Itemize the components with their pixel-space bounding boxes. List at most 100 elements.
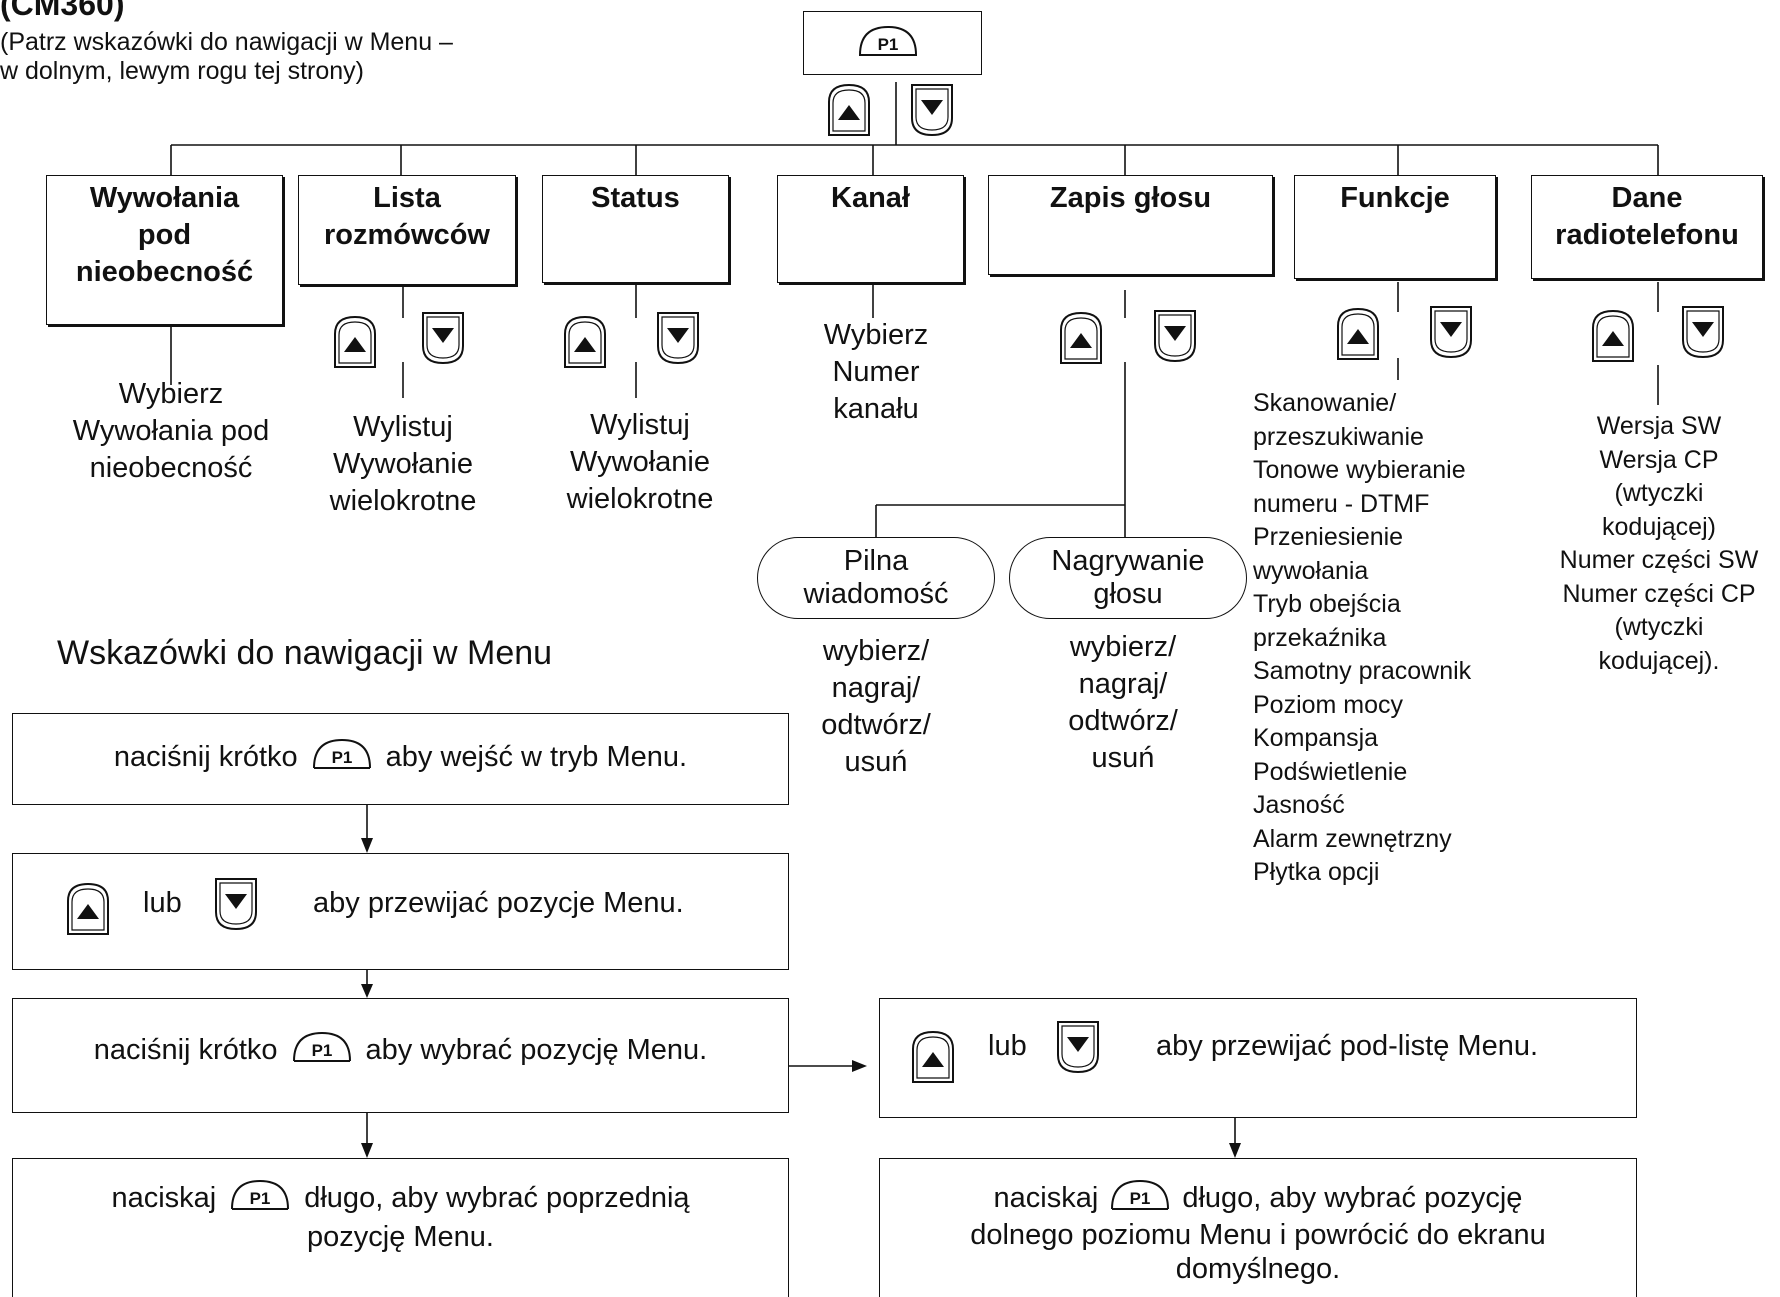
nav-step-select-item: naciśnij krótko P1 aby wybrać pozycję Me… — [12, 998, 789, 1113]
list-item: Numer części CP — [1562, 579, 1756, 608]
list-item: przeszukiwanie — [1253, 422, 1424, 451]
nav-step-scroll-menu: lub aby przewijać pozycje Menu. — [12, 853, 789, 970]
up-arrow-button-icon[interactable] — [1335, 306, 1381, 367]
detail-line: Numer — [832, 356, 920, 388]
list-item: Przeniesienie — [1253, 523, 1404, 551]
action-line: wybierz/ — [1069, 631, 1177, 663]
menu-item-status[interactable]: Status — [542, 175, 729, 283]
detail-line: Wybierz — [823, 319, 929, 351]
submenu-label-line: Pilna — [843, 545, 909, 577]
down-arrow-button-icon[interactable] — [655, 310, 701, 371]
action-line: usuń — [844, 746, 908, 778]
menu-item-voice-recording[interactable]: Zapis głosu — [988, 175, 1273, 275]
menu-title-line: Funkcje — [1340, 182, 1450, 214]
submenu-label-line: Nagrywanie — [1051, 545, 1205, 577]
action-line: nagraj/ — [1078, 668, 1168, 700]
menu-title-line: Kanał — [831, 182, 910, 214]
detail-line: Wybierz — [118, 378, 224, 410]
menu-title-line: Status — [591, 182, 680, 214]
up-arrow-button-icon[interactable] — [562, 314, 608, 375]
up-arrow-button-icon[interactable] — [1590, 308, 1636, 369]
action-line: odtwórz/ — [1068, 705, 1178, 737]
p1-button-icon: P1 — [310, 736, 374, 778]
nav-step-text: aby wejść w tryb Menu. — [385, 740, 688, 773]
nav-conj-text: lub — [143, 887, 182, 919]
list-item: przekaźnika — [1253, 623, 1387, 652]
list-item: kodującej). — [1598, 646, 1720, 675]
nav-step-text: naciśnij krótko — [113, 740, 298, 773]
p1-icon-label: P1 — [331, 748, 352, 767]
menu-item-functions[interactable]: Funkcje — [1294, 175, 1496, 279]
list-item: wywołania — [1253, 556, 1369, 585]
nav-step-text: naciśnij krótko — [93, 1033, 278, 1066]
call-list-detail: Wylistuj Wywołanie wielokrotne — [290, 409, 516, 520]
list-item: kodującej) — [1602, 512, 1716, 541]
nav-step-return-default: naciskaj P1 długo, aby wybrać pozycję do… — [879, 1158, 1637, 1297]
submenu-urgent-message[interactable]: Pilna wiadomość — [757, 537, 995, 619]
status-detail: Wylistuj Wywołanie wielokrotne — [527, 407, 753, 518]
nav-step-text: aby przewijać pod-listę Menu. — [1156, 1030, 1539, 1062]
menu-title-line: Dane — [1611, 182, 1683, 214]
up-arrow-button-icon[interactable] — [1058, 310, 1104, 371]
list-item: Poziom mocy — [1253, 690, 1404, 719]
menu-title-line: pod — [137, 219, 192, 251]
menu-item-call-list[interactable]: Lista rozmówców — [298, 175, 516, 285]
nav-step-enter-menu: naciśnij krótko P1 aby wejść w tryb Menu… — [12, 713, 789, 805]
detail-line: wielokrotne — [566, 483, 714, 515]
list-item: Kompansja — [1253, 724, 1379, 752]
submenu-label-line: głosu — [1093, 578, 1163, 610]
down-arrow-button-icon[interactable] — [1680, 304, 1726, 365]
p1-button-icon: P1 — [290, 1029, 354, 1071]
list-item: Wersja CP — [1599, 445, 1719, 474]
down-arrow-button-icon[interactable] — [909, 82, 955, 143]
list-item: Podświetlenie — [1253, 757, 1408, 786]
menu-title-line: Lista — [373, 182, 441, 214]
list-item: Skanowanie/ — [1253, 389, 1397, 417]
up-arrow-button-icon[interactable] — [332, 314, 378, 375]
p1-button-icon: P1 — [1108, 1177, 1172, 1219]
p1-icon-label: P1 — [250, 1189, 271, 1208]
nav-step-text: długo, aby wybrać poprzednią — [304, 1181, 690, 1214]
nav-step-previous-item: naciskaj P1 długo, aby wybrać poprzednią… — [12, 1158, 789, 1297]
down-arrow-button-icon[interactable] — [1152, 308, 1198, 369]
nav-step-text: pozycję Menu. — [307, 1221, 494, 1253]
menu-item-missed-calls[interactable]: Wywołania pod nieobecność — [46, 175, 283, 325]
menu-item-radio-data[interactable]: Dane radiotelefonu — [1531, 175, 1763, 279]
detail-line: Wylistuj — [590, 409, 690, 441]
list-item: Samotny pracownik — [1253, 657, 1472, 685]
menu-item-channel[interactable]: Kanał — [777, 175, 964, 283]
missed-calls-detail: Wybierz Wywołania pod nieobecność — [36, 376, 306, 487]
detail-line: nieobecność — [89, 452, 253, 484]
action-line: odtwórz/ — [821, 709, 931, 741]
p1-button-icon: P1 — [228, 1177, 292, 1219]
list-item: Wersja SW — [1596, 412, 1722, 440]
menu-title-line: nieobecność — [75, 256, 254, 288]
list-item: Płytka opcji — [1253, 858, 1380, 886]
list-item: Tryb obejścia — [1253, 590, 1401, 618]
top-p1-frame: P1 — [803, 11, 982, 75]
up-arrow-button-icon — [65, 881, 111, 945]
nav-step-scroll-submenu: lub aby przewijać pod-listę Menu. — [879, 998, 1637, 1118]
list-item: Jasność — [1253, 791, 1345, 819]
submenu-voice-recording[interactable]: Nagrywanie głosu — [1009, 537, 1247, 619]
up-arrow-button-icon[interactable] — [826, 82, 872, 143]
voice-recording-actions: wybierz/ nagraj/ odtwórz/ usuń — [1028, 629, 1218, 777]
action-line: nagraj/ — [831, 672, 921, 704]
menu-title-line: Wywołania — [89, 182, 240, 214]
list-item: (wtyczki — [1614, 479, 1704, 507]
nav-step-text: naciskaj — [993, 1181, 1099, 1214]
detail-line: kanału — [833, 393, 919, 425]
functions-detail-list: Skanowanie/ przeszukiwanie Tonowe wybier… — [1253, 387, 1471, 890]
urgent-message-actions: wybierz/ nagraj/ odtwórz/ usuń — [781, 633, 971, 781]
nav-step-text: aby wybrać pozycję Menu. — [365, 1033, 708, 1066]
down-arrow-button-icon — [1055, 1019, 1101, 1083]
radio-data-detail-list: Wersja SW Wersja CP (wtyczki kodującej) … — [1540, 410, 1778, 678]
down-arrow-button-icon[interactable] — [1428, 304, 1474, 365]
action-line: usuń — [1091, 742, 1155, 774]
p1-button-icon[interactable]: P1 — [856, 23, 920, 62]
page-title: (CM360) — [0, 0, 125, 22]
down-arrow-button-icon[interactable] — [420, 310, 466, 371]
list-item: (wtyczki — [1614, 613, 1704, 641]
p1-icon-label: P1 — [878, 35, 899, 54]
